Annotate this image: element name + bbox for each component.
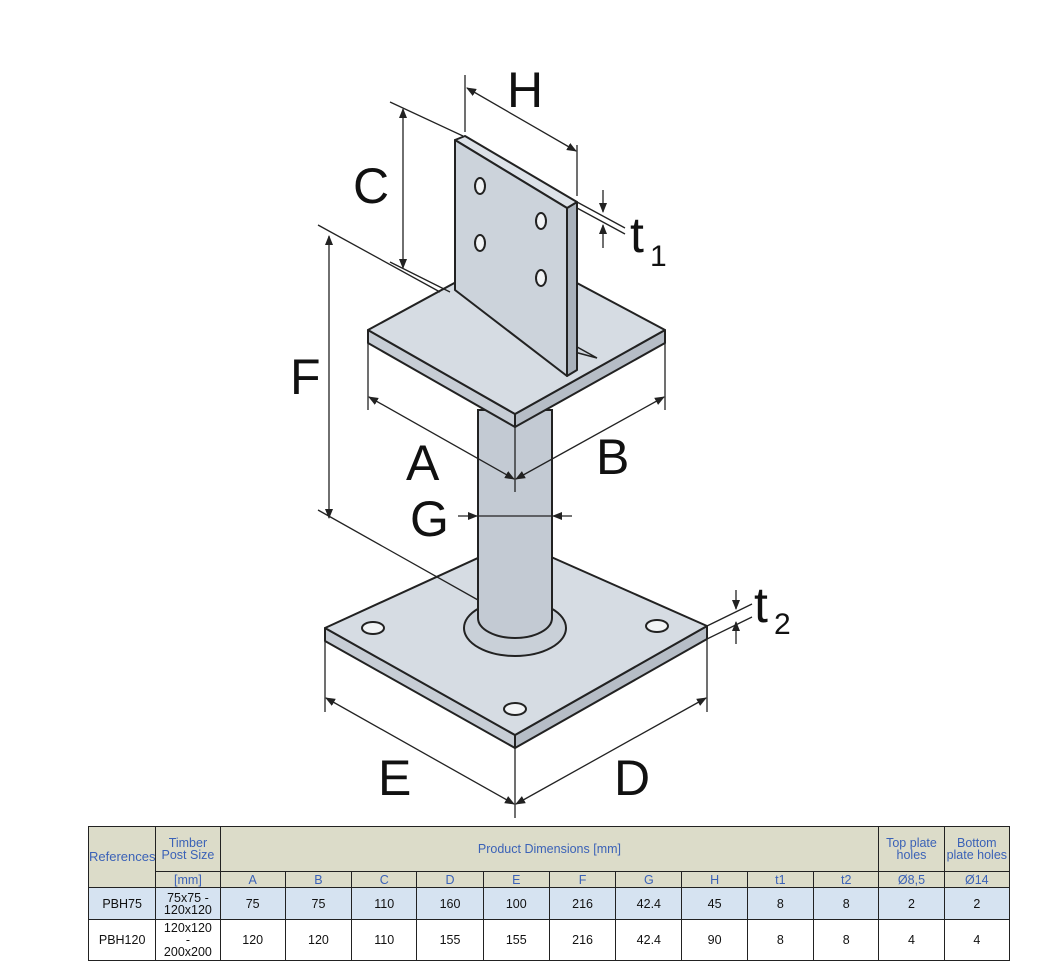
col-d: D xyxy=(416,871,484,888)
post-size-line: 120x120 xyxy=(163,921,212,935)
cell-c: 110 xyxy=(351,919,418,961)
cell-h: 45 xyxy=(681,887,748,920)
label-t2-subscript: 2 xyxy=(774,608,791,641)
cell-b: 75 xyxy=(284,887,353,920)
col-t2: t2 xyxy=(813,871,880,888)
label-a: A xyxy=(406,435,440,491)
fin-hole-4 xyxy=(535,269,547,287)
row-post-size: 75x75 - 120x120 xyxy=(155,887,221,920)
col-t1: t1 xyxy=(746,871,815,888)
bottom-holes-size: Ø14 xyxy=(943,871,1011,888)
cell-bottom-holes: 4 xyxy=(943,919,1011,961)
dimension-lines xyxy=(317,75,753,818)
bottom-holes-header: Bottom plate holes xyxy=(943,826,1011,872)
row-reference: PBH120 xyxy=(87,919,157,961)
fin-hole-1 xyxy=(474,177,486,195)
header-row: References Timber Post Size Product Dime… xyxy=(87,826,1011,888)
cell-a: 75 xyxy=(219,887,286,920)
cell-top-holes: 2 xyxy=(878,887,945,920)
label-g: G xyxy=(410,491,449,547)
label-c: C xyxy=(353,158,389,214)
label-b: B xyxy=(596,429,629,485)
cell-a: 120 xyxy=(219,919,286,961)
label-t1-subscript: 1 xyxy=(650,240,667,273)
post-size-line: 120x120 xyxy=(163,902,212,917)
cell-bottom-holes: 2 xyxy=(943,887,1011,920)
cell-t2: 8 xyxy=(813,887,880,920)
col-h: H xyxy=(681,871,748,888)
cell-top-holes: 4 xyxy=(878,919,945,961)
dimensions-header: Product Dimensions [mm] xyxy=(219,826,880,872)
cell-e: 100 xyxy=(482,887,550,920)
bottom-hole-right xyxy=(645,619,669,633)
table-row: PBH120 120x120 - 200x200 120 120 110 155… xyxy=(87,919,1011,961)
cell-c: 110 xyxy=(351,887,418,920)
cell-d: 155 xyxy=(416,919,484,961)
cell-g: 42.4 xyxy=(615,887,683,920)
row-post-size: 120x120 - 200x200 xyxy=(155,919,221,961)
post-base-diagram: H C t 1 F A B G t 2 E D xyxy=(290,62,791,818)
cell-d: 160 xyxy=(416,887,484,920)
post-size-line: 75x75 - xyxy=(167,890,209,905)
bottom-hole-front xyxy=(503,702,527,716)
label-f: F xyxy=(290,349,321,405)
cell-b: 120 xyxy=(284,919,353,961)
cell-e: 155 xyxy=(482,919,550,961)
col-c: C xyxy=(351,871,418,888)
fin-hole-3 xyxy=(474,234,486,252)
col-e: E xyxy=(482,871,550,888)
cell-g: 42.4 xyxy=(615,919,683,961)
cell-t2: 8 xyxy=(813,919,880,961)
post-size-header: Timber Post Size xyxy=(155,826,221,872)
label-t2: t xyxy=(754,577,768,633)
post-size-unit: [mm] xyxy=(155,871,221,888)
col-b: B xyxy=(284,871,353,888)
col-a: A xyxy=(219,871,286,888)
post-size-line: - xyxy=(185,933,190,947)
bottom-hole-left xyxy=(361,621,385,635)
vertical-fin xyxy=(454,135,578,377)
cell-f: 216 xyxy=(548,919,617,961)
references-header: References xyxy=(87,826,157,888)
label-h: H xyxy=(507,62,543,118)
subheader-row: [mm] A B C D E F G H t1 t2 Ø8,5 Ø14 xyxy=(89,871,1011,888)
cell-t1: 8 xyxy=(746,887,815,920)
label-e: E xyxy=(378,750,411,806)
fin-hole-2 xyxy=(535,212,547,230)
top-holes-header: Top plate holes xyxy=(878,826,945,872)
top-holes-size: Ø8,5 xyxy=(878,871,945,888)
label-d: D xyxy=(614,750,650,806)
cell-f: 216 xyxy=(548,887,617,920)
label-t1: t xyxy=(630,207,644,263)
post-size-line: 200x200 xyxy=(163,945,212,959)
table-row: PBH75 75x75 - 120x120 75 75 110 160 100 … xyxy=(87,887,1011,920)
product-dimensions-table: References Timber Post Size Product Dime… xyxy=(87,826,1011,961)
fin-holes xyxy=(474,177,547,287)
col-g: G xyxy=(615,871,683,888)
cell-h: 90 xyxy=(681,919,748,961)
row-reference: PBH75 xyxy=(87,887,157,920)
cell-t1: 8 xyxy=(746,919,815,961)
col-f: F xyxy=(548,871,617,888)
